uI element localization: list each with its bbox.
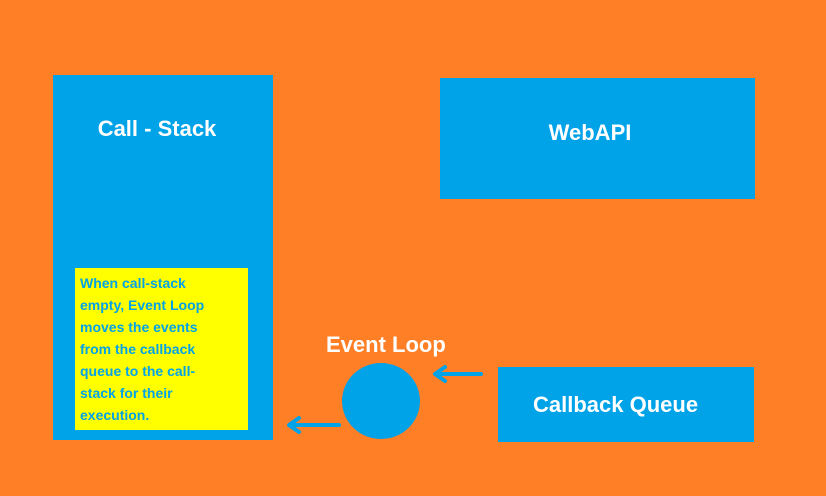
event-loop-circle <box>342 363 420 439</box>
arrow-left-icon <box>287 416 341 434</box>
event-loop-label: Event Loop <box>326 332 446 357</box>
webapi-title: WebAPI <box>548 120 632 145</box>
webapi-box: WebAPI <box>440 78 755 199</box>
callback-queue-title: Callback Queue <box>533 392 699 417</box>
note-line: empty, Event Loop <box>80 297 205 313</box>
note-line: execution. <box>80 407 150 423</box>
call-stack-box: Call - Stack When call-stack empty, Even… <box>53 75 273 440</box>
note-line: stack for their <box>80 385 173 401</box>
note-line: from the callback <box>80 341 196 357</box>
call-stack-note: When call-stack empty, Event Loop moves … <box>75 268 248 430</box>
arrow-left-icon <box>433 365 483 383</box>
note-line: When call-stack <box>80 275 186 291</box>
note-line: queue to the call- <box>80 363 196 379</box>
call-stack-title: Call - Stack <box>97 116 217 141</box>
callback-queue-box: Callback Queue <box>498 367 754 442</box>
note-line: moves the events <box>80 319 198 335</box>
